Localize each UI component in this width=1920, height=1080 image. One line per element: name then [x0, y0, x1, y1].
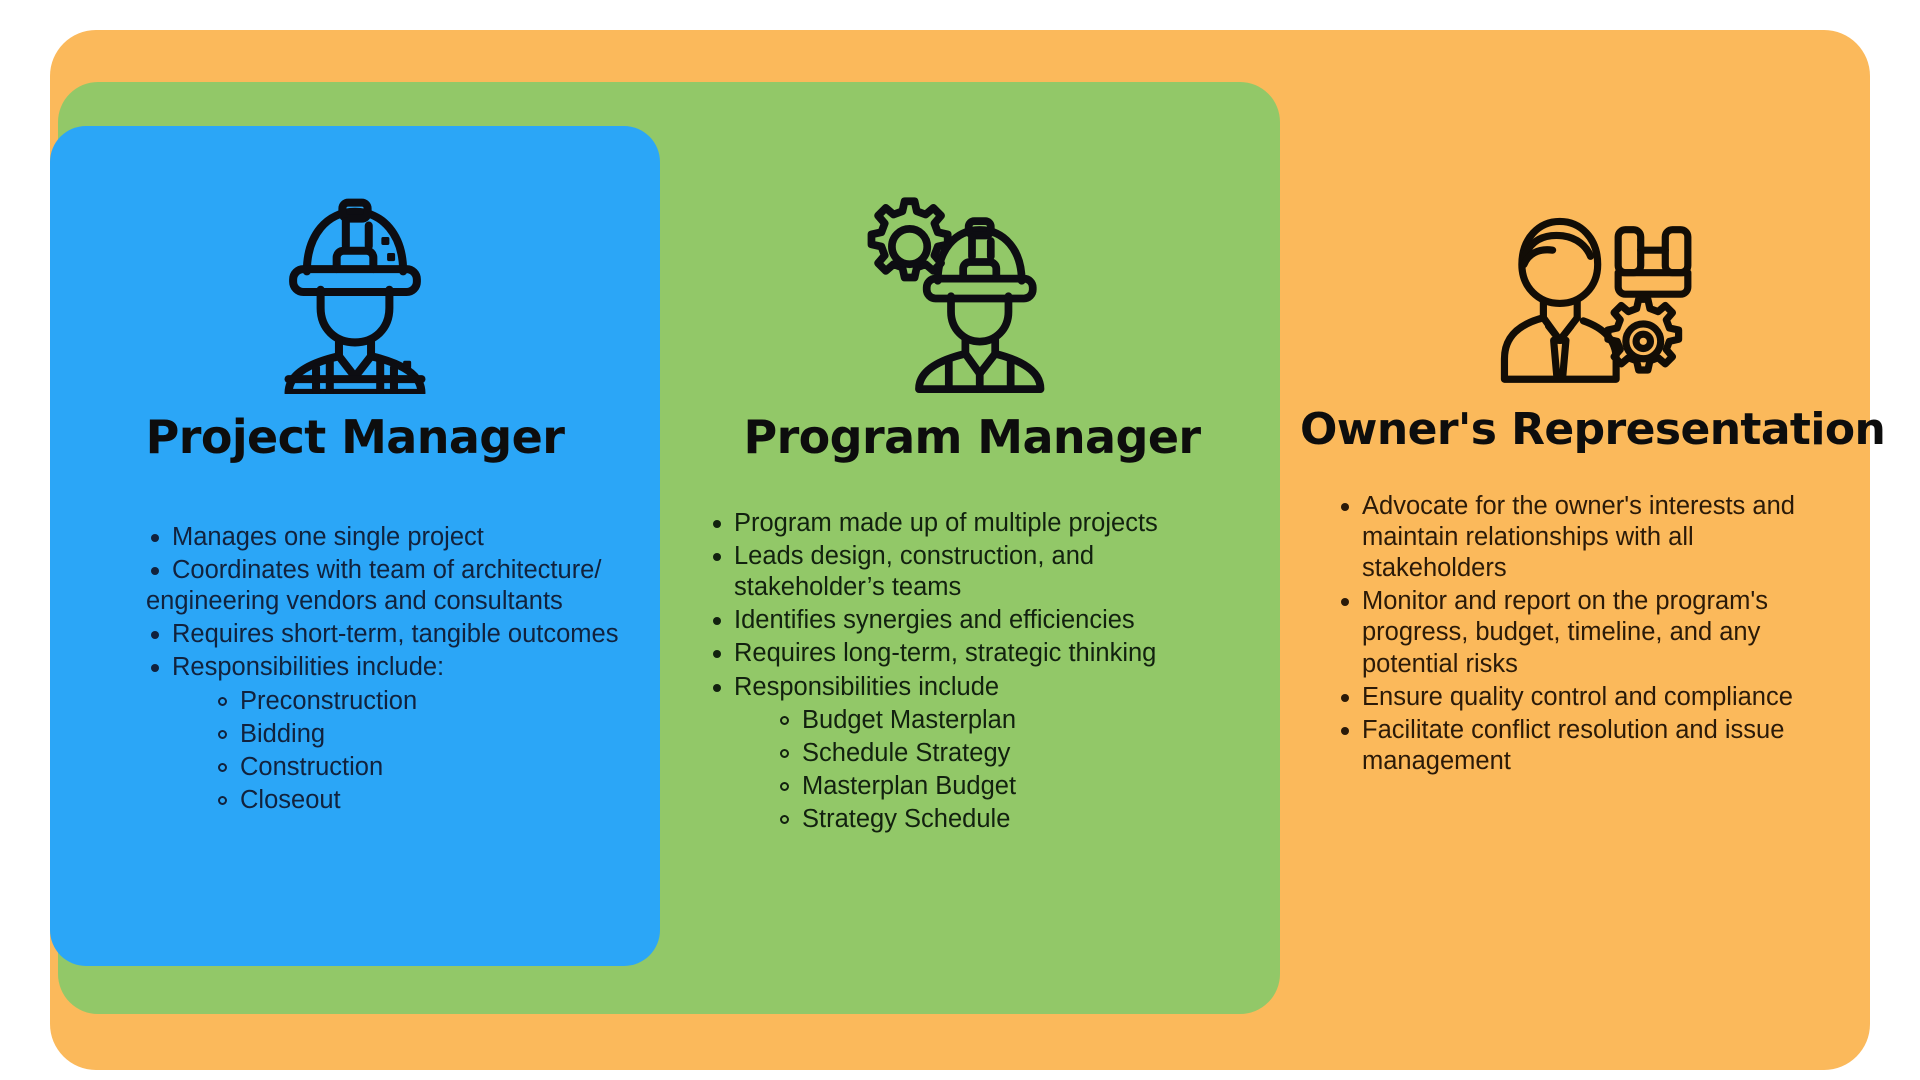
project-sub-list: Preconstruction Bidding Construction Clo…: [172, 686, 660, 816]
project-bullet-list: Manages one single project Coordinates w…: [146, 522, 660, 816]
list-item: Manages one single project: [146, 522, 660, 553]
list-item: Budget Masterplan: [776, 705, 1228, 736]
list-item: Preconstruction: [214, 686, 660, 717]
construction-worker-hardhat-icon: [50, 126, 660, 394]
list-item: Closeout: [214, 785, 660, 816]
list-item: Requires short-term, tangible outcomes: [146, 619, 660, 650]
list-item: Bidding: [214, 719, 660, 750]
list-item: Coordinates with team of architecture/ e…: [146, 555, 660, 617]
list-item: Monitor and report on the program's prog…: [1336, 586, 1836, 679]
page-title-program: Program Manager: [743, 410, 1201, 464]
card-project-manager: Project Manager Manages one single proje…: [50, 126, 660, 818]
program-sub-list: Budget Masterplan Schedule Strategy Mast…: [734, 705, 1228, 835]
list-item: Program made up of multiple projects: [708, 508, 1228, 539]
list-item: Advocate for the owner's interests and m…: [1336, 491, 1836, 584]
businessman-blueprint-gear-icon: [1300, 30, 1880, 388]
card-program-manager: Program Manager Program made up of multi…: [672, 82, 1272, 837]
card-owners-representation: Owner's Representation Advocate for the …: [1300, 30, 1886, 779]
list-item: Responsibilities include Budget Masterpl…: [708, 672, 1228, 836]
list-item: Leads design, construction, and stakehol…: [708, 541, 1228, 603]
owner-bullet-list: Advocate for the owner's interests and m…: [1336, 491, 1836, 777]
list-item: Masterplan Budget: [776, 771, 1228, 802]
list-item: Ensure quality control and compliance: [1336, 682, 1836, 713]
program-bullet-list: Program made up of multiple projects Lea…: [708, 508, 1228, 835]
list-item: Identifies synergies and efficiencies: [708, 605, 1228, 636]
gear-worker-hardhat-icon: [672, 82, 1272, 394]
list-item: Strategy Schedule: [776, 804, 1228, 835]
list-item: Responsibilities include: Preconstructio…: [146, 652, 660, 816]
list-item: Construction: [214, 752, 660, 783]
list-item: Facilitate conflict resolution and issue…: [1336, 715, 1836, 777]
list-item: Requires long-term, strategic thinking: [708, 638, 1228, 669]
page-title-project: Project Manager: [145, 410, 565, 464]
page-title-owner: Owner's Representation: [1300, 404, 1886, 455]
list-item: Schedule Strategy: [776, 738, 1228, 769]
